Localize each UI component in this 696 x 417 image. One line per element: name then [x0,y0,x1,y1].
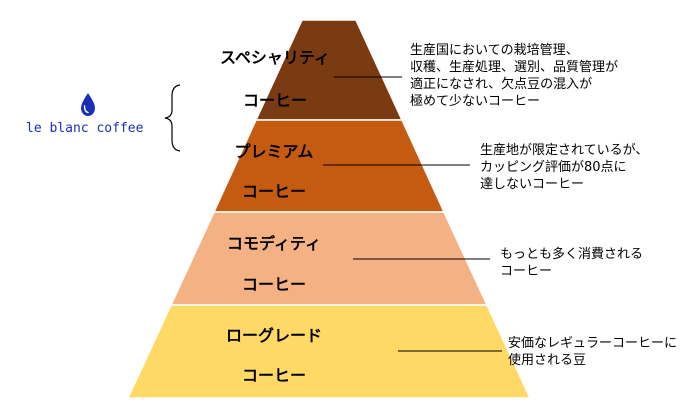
tier-name-specialty: スペシャリティ [220,48,330,67]
tier-name-premium: プレミアム [234,142,314,161]
tier-suffix-commodity: コーヒー [241,275,307,294]
tier-name-low-grade: ローグレード [225,326,323,345]
pyramid-tier-low-grade [126,304,532,399]
drop-icon [81,93,95,116]
tier-name-commodity: コモディティ [227,234,321,253]
tier-suffix-low-grade: コーヒー [241,366,307,385]
brace-icon [164,84,181,152]
note-low-grade: 安価なレギュラーコーヒーに 使用される豆 [508,336,678,368]
note-specialty: 生産国においての栽培管理、 収穫、生産処理、選別、品質管理が 適正になされ、欠点… [410,43,619,109]
drop-highlight [83,105,89,114]
brand-name: le blanc coffee [26,121,144,136]
note-commodity: もっとも多く消費される コーヒー [500,247,644,279]
tier-suffix-specialty: コーヒー [242,91,308,110]
note-premium: 生産地が限定されているが、 カッピング評価が80点に 達しないコーヒー [480,143,649,192]
tier-suffix-premium: コーヒー [241,182,307,201]
